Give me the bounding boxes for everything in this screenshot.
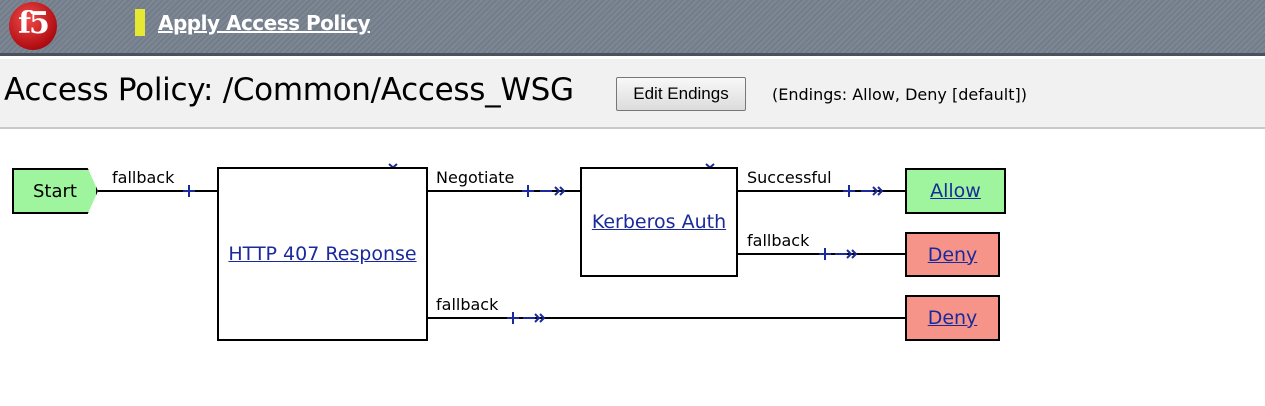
apply-access-policy-link[interactable]: Apply Access Policy: [158, 11, 371, 35]
kerberos-auth-node[interactable]: Kerberos Auth: [580, 167, 738, 277]
edit-endings-button[interactable]: Edit Endings: [616, 77, 746, 111]
branch-label: fallback: [747, 231, 810, 250]
arrow-icon: [540, 186, 566, 196]
add-action-icon: [843, 185, 855, 197]
top-header: f5 Apply Access Policy: [0, 0, 1265, 56]
start-node: Start: [12, 168, 98, 214]
endings-info: (Endings: Allow, Deny [default]): [772, 85, 1027, 104]
f5-logo: f5: [9, 2, 57, 50]
http-407-response-node[interactable]: HTTP 407 Response: [217, 167, 428, 341]
notification-marker: [135, 9, 145, 36]
arrow-icon: [523, 313, 546, 323]
branch-label: fallback: [436, 295, 499, 314]
ending-deny[interactable]: Deny: [905, 295, 1000, 341]
kerberos-auth-link[interactable]: Kerberos Auth: [591, 211, 727, 233]
add-action-icon: [522, 185, 534, 197]
add-action-icon: [819, 248, 831, 260]
add-action-icon: [183, 185, 195, 197]
add-action-icon: [507, 312, 519, 324]
http-407-response-link[interactable]: HTTP 407 Response: [228, 243, 417, 265]
page-title: Access Policy: /Common/Access_WSG: [4, 72, 574, 108]
branch-label: Negotiate: [436, 168, 515, 187]
title-bar: Access Policy: /Common/Access_WSG Edit E…: [0, 59, 1265, 129]
arrow-icon: [861, 186, 884, 196]
arrow-icon: [835, 249, 858, 259]
branch-label: fallback: [112, 168, 175, 187]
ending-allow[interactable]: Allow: [905, 168, 1006, 214]
ending-deny[interactable]: Deny: [905, 232, 1000, 277]
branch-label: Successful: [747, 168, 832, 187]
